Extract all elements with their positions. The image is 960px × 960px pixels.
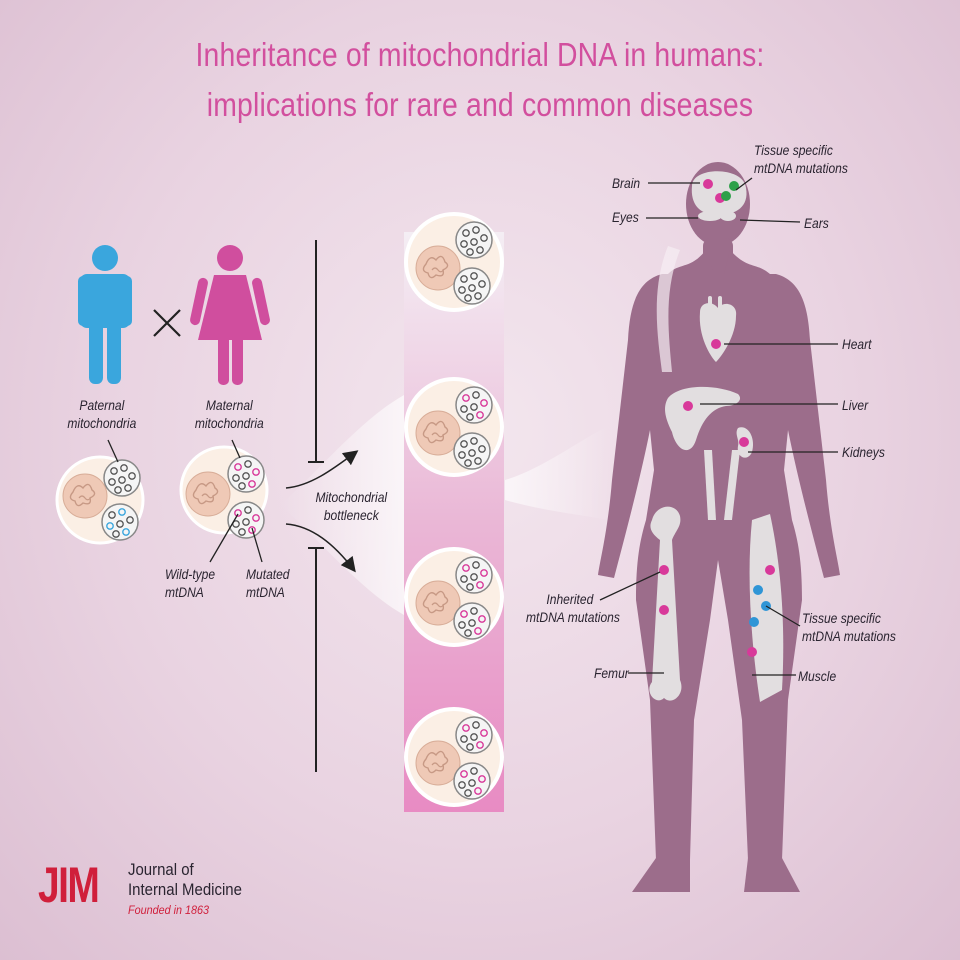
inherited-label-line1: Inherited (546, 591, 594, 607)
paternal-label-line2: mitochondria (67, 415, 137, 431)
maternal-label-line2: mitochondria (194, 415, 264, 431)
bottleneck-label-line1: Mitochondrial (315, 489, 388, 505)
cross-icon (153, 309, 181, 337)
jim-logo: JIM (38, 857, 100, 913)
paternal-label-line1: Paternal (79, 397, 125, 413)
journal-name: Journal of Internal Medicine (128, 860, 242, 900)
journal-name-line1: Journal of (128, 860, 194, 879)
tissue-specific-bottom-label: Tissue specific mtDNA mutations (802, 609, 896, 645)
muscle-tissue-specific-dot (749, 617, 759, 627)
brain-label: Brain (612, 175, 641, 191)
kidneys-label: Kidneys (842, 444, 885, 460)
inherited-label-line2: mtDNA mutations (526, 609, 620, 625)
mutation-dots (659, 179, 775, 657)
offspring-cell-3 (404, 547, 504, 647)
bottleneck-bars (308, 240, 324, 772)
muscle-tissue-specific-dot (753, 585, 763, 595)
brain-organ (691, 171, 747, 215)
organs (649, 171, 784, 702)
ears-label: Ears (804, 215, 829, 231)
liver-organ (665, 386, 741, 451)
paternal-label: Paternal mitochondria (64, 396, 140, 432)
human-body-figure (598, 162, 840, 892)
liver-mutation-dot (683, 401, 693, 411)
skull-head-shading (656, 246, 680, 372)
inherited-label: Inherited mtDNA mutations (526, 590, 620, 626)
brain-tissue-specific-dot (721, 191, 731, 201)
mutated-label-line1: Mutated (246, 566, 290, 582)
arrow-down (285, 523, 356, 573)
liver-label: Liver (842, 397, 869, 413)
maternal-label: Maternal mitochondria (188, 396, 271, 432)
tissue-specific-top-line2: mtDNA mutations (754, 160, 848, 176)
bottleneck-label-line2: bottleneck (323, 507, 379, 523)
wildtype-label: Wild-type mtDNA (165, 565, 215, 601)
eyes-label: Eyes (612, 209, 639, 225)
mutated-label-line2: mtDNA (246, 584, 285, 600)
title-line-1: Inheritance of mitochondrial DNA in huma… (195, 36, 765, 73)
muscle-mutation-dot (765, 565, 775, 575)
heart-label: Heart (842, 336, 872, 352)
femur-mutation-dot (659, 605, 669, 615)
funnel-left (280, 395, 404, 615)
maternal-cell (179, 445, 269, 539)
bottleneck-label: Mitochondrial bottleneck (310, 488, 393, 524)
mutated-label: Mutated mtDNA (246, 565, 290, 601)
maternal-label-line1: Maternal (205, 397, 253, 413)
heart-organ (699, 303, 737, 362)
title-line-2: implications for rare and common disease… (206, 86, 754, 123)
muscle-label: Muscle (798, 668, 837, 684)
eyes-organ (698, 211, 722, 221)
tissue-specific-bottom-line1: Tissue specific (802, 610, 881, 626)
heart-mutation-dot (711, 339, 721, 349)
wildtype-label-line2: mtDNA (165, 584, 204, 600)
paternal-cell (55, 455, 145, 545)
wildtype-label-line1: Wild-type (165, 566, 216, 582)
femur-organ (649, 506, 682, 701)
tissue-specific-top-line1: Tissue specific (754, 142, 833, 158)
funnel-right (505, 425, 610, 520)
kidney-mutation-dot (739, 437, 749, 447)
female-figure-icon (190, 245, 270, 385)
muscle-mutation-dot (747, 647, 757, 657)
tissue-specific-bottom-line2: mtDNA mutations (802, 628, 896, 644)
arrow-up (285, 450, 359, 489)
femur-mutation-dot (659, 565, 669, 575)
offspring-cell-1 (404, 212, 504, 312)
brain-mutation-dot (703, 179, 713, 189)
femur-label: Femur (594, 665, 629, 681)
journal-founded: Founded in 1863 (128, 903, 210, 917)
offspring-cell-4 (404, 707, 504, 807)
tissue-specific-top-label: Tissue specific mtDNA mutations (754, 141, 848, 177)
journal-name-line2: Internal Medicine (128, 880, 242, 899)
body-label-lines (599, 177, 838, 676)
offspring-cell-2 (404, 377, 504, 477)
male-figure-icon (78, 245, 132, 384)
label-pointer-lines (107, 439, 263, 563)
brain-tissue-specific-dot (729, 181, 739, 191)
